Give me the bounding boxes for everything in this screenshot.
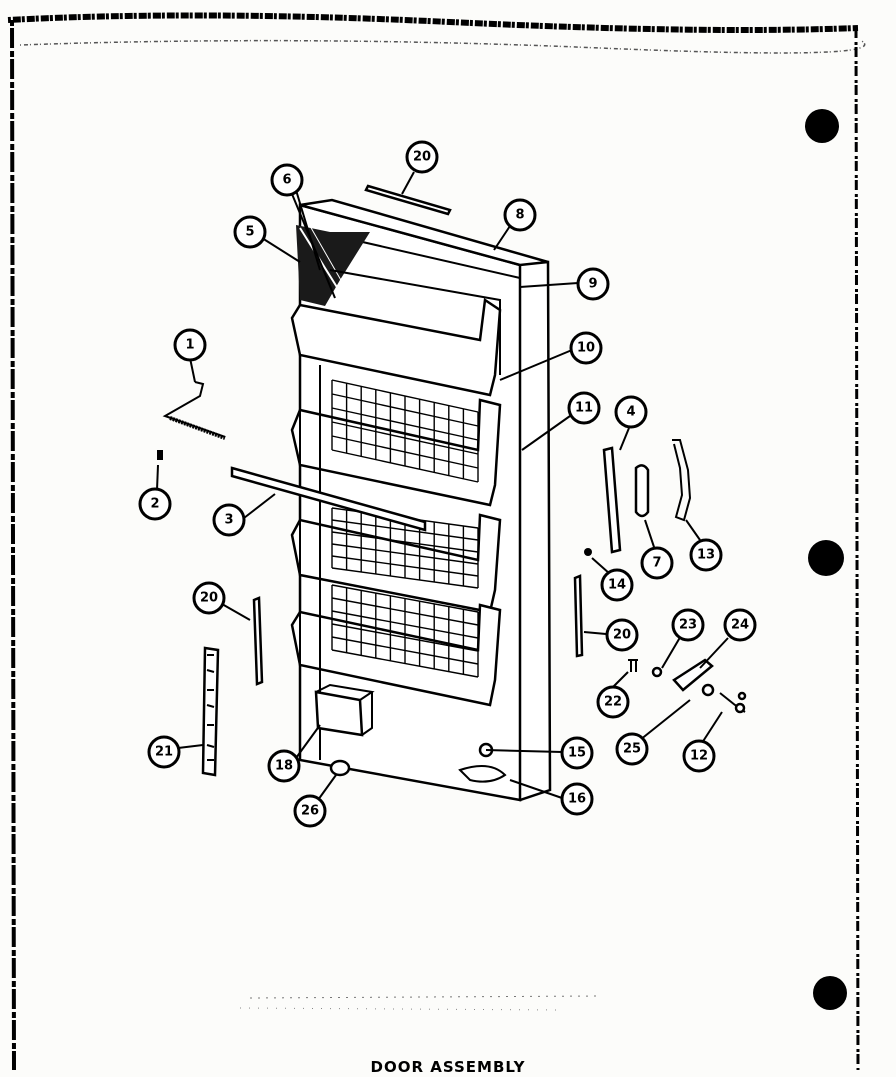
basket-wire [331, 649, 479, 678]
basket-wire [331, 584, 479, 613]
callout-21: 21 [147, 735, 181, 769]
basket-wire [331, 435, 479, 469]
callout-26: 26 [293, 794, 327, 828]
svg-text:3: 3 [224, 513, 233, 528]
callout-4: 4 [614, 395, 648, 429]
basket-wire [331, 555, 479, 577]
callout-24: 24 [723, 608, 757, 642]
punch-hole-top [805, 109, 839, 143]
svg-text:2: 2 [150, 497, 159, 512]
basket-wire [331, 393, 479, 427]
basket-wire [331, 531, 479, 553]
svg-text:9: 9 [588, 277, 597, 292]
callout-11: 11 [567, 391, 601, 425]
callout-12: 12 [682, 739, 716, 773]
svg-text:15: 15 [568, 746, 586, 761]
callout-10-upper: 10 [569, 331, 603, 365]
basket-wire [331, 379, 479, 413]
callout-1: 1 [173, 328, 207, 362]
callout-16: 16 [560, 782, 594, 816]
callouts: 20 6 5 8 9 10 11 1 2 3 4 7 13 14 20 20 2… [138, 140, 757, 828]
scan-specks [239, 995, 601, 1011]
callout-23: 23 [671, 608, 705, 642]
door-bottom [314, 683, 507, 783]
callout-19: 20 [405, 140, 439, 174]
svg-text:11: 11 [575, 401, 593, 416]
basket-wire [331, 421, 479, 455]
svg-text:20: 20 [200, 591, 218, 606]
svg-text:16: 16 [568, 792, 586, 807]
callout-18: 18 [267, 749, 301, 783]
callout-8: 8 [503, 198, 537, 232]
callout-14: 14 [600, 568, 634, 602]
callout-2: 2 [138, 487, 172, 521]
leader-lines [156, 171, 729, 801]
callout-3: 3 [212, 503, 246, 537]
callout-9: 9 [576, 267, 610, 301]
svg-text:10: 10 [577, 341, 595, 356]
punch-hole-middle [808, 540, 844, 576]
svg-text:20: 20 [613, 628, 631, 643]
door-shelves [290, 297, 502, 760]
svg-text:21: 21 [155, 745, 173, 760]
basket-wire [331, 636, 479, 665]
callout-7: 7 [640, 546, 674, 580]
svg-text:18: 18 [275, 759, 293, 774]
svg-text:6: 6 [282, 173, 291, 188]
svg-text:1: 1 [185, 338, 194, 353]
callout-22: 22 [596, 685, 630, 719]
punch-hole-bottom [813, 976, 847, 1010]
basket-wire [331, 407, 479, 441]
svg-text:7: 7 [652, 556, 661, 571]
callout-20-left: 20 [192, 581, 226, 615]
basket-wire [331, 610, 479, 639]
basket-wire [331, 519, 479, 541]
svg-text:13: 13 [697, 548, 715, 563]
svg-text:4: 4 [626, 405, 635, 420]
svg-text:20: 20 [413, 150, 431, 165]
basket-wire [331, 543, 479, 565]
svg-text:12: 12 [690, 749, 708, 764]
basket-wire [331, 597, 479, 626]
callout-20-right: 20 [605, 618, 639, 652]
svg-text:24: 24 [731, 618, 749, 633]
callout-25: 25 [615, 732, 649, 766]
callout-13: 13 [689, 538, 723, 572]
callout-15: 15 [560, 736, 594, 770]
svg-text:23: 23 [679, 618, 697, 633]
basket-wire [331, 449, 479, 483]
basket-wire [331, 567, 479, 589]
callout-5: 5 [233, 215, 267, 249]
svg-text:5: 5 [245, 225, 254, 240]
callout-6: 6 [270, 163, 304, 197]
svg-text:22: 22 [604, 695, 622, 710]
basket-wire [331, 623, 479, 652]
diagram-caption: DOOR ASSEMBLY [370, 1058, 526, 1076]
svg-text:14: 14 [608, 578, 626, 593]
svg-text:26: 26 [301, 804, 319, 819]
basket-grids [331, 379, 479, 678]
svg-text:25: 25 [623, 742, 641, 757]
svg-text:8: 8 [515, 208, 524, 223]
loose-parts [157, 184, 747, 777]
scan-border [7, 12, 866, 1071]
